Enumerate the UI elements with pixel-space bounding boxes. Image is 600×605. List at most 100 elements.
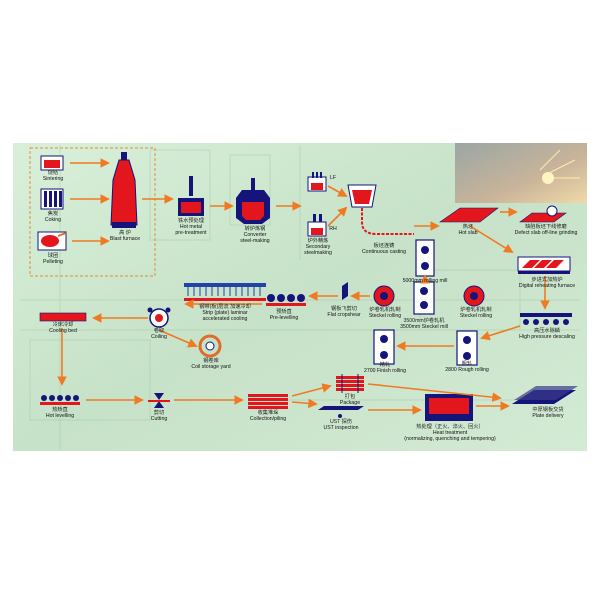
coking-en: Coking	[44, 217, 62, 223]
cooling-strip-en2: accelerated cooling	[202, 316, 248, 322]
collection-cn: 收集堆垛	[257, 410, 279, 416]
secondary-en: Secondary	[305, 244, 331, 250]
steckel-rolling-cn: 炉卷轧机轧制	[460, 307, 492, 313]
laminar-cooling-icon	[184, 283, 266, 301]
casting-cn: 板坯连铸	[373, 243, 395, 249]
hot-metal-en2: pre-treatment	[175, 230, 207, 236]
pelleting-icon	[37, 231, 67, 251]
plate-delivery-en: Plate delivery	[532, 413, 564, 419]
secondary-cn: 炉外精炼	[307, 238, 329, 244]
label-package: 打包 Package	[330, 394, 370, 406]
flat-crop-en: Flat cropshear	[327, 312, 361, 318]
label-pre-levelling: 预矫直 Pre-levelling	[262, 309, 306, 321]
heat-treatment-icon	[425, 394, 473, 421]
hot-metal-en: Hot metal	[179, 224, 203, 230]
rough-mill-icon	[456, 330, 478, 366]
cutting-cn: 剪切	[153, 410, 165, 416]
defect-slab-cn: 缺陷板坯下线修磨	[525, 224, 567, 230]
hot-slab-cn: 热坯	[462, 224, 474, 230]
sintering-icon	[40, 155, 64, 171]
steckel-left-cn: 炉卷轧机轧制	[369, 307, 401, 313]
package-icon	[336, 374, 364, 393]
blast-furnace-en: Blast furnace	[109, 236, 141, 242]
mill-5000-icon	[415, 239, 435, 277]
descaling-cn: 高压水除鳞	[534, 328, 560, 334]
coiling-icon	[147, 307, 171, 328]
reheating-furnace-icon	[517, 256, 571, 274]
pre-levelling-cn: 预矫直	[276, 309, 292, 315]
label-converter: 转炉炼钢 Converter steel-making	[230, 226, 280, 244]
raw-materials-box	[29, 147, 156, 277]
cutting-en: Cutting	[150, 416, 168, 422]
photo-sparks-icon	[539, 149, 580, 184]
label-defect-slab: 缺陷板坯下线修磨 Defect slab off-line grinding	[508, 224, 584, 236]
label-descaling: 高压水除鳞 High pressure descaling	[510, 328, 584, 340]
cooling-bed-cn: 冷床冷却	[52, 322, 74, 328]
cooling-bed-en: Cooling bed	[49, 328, 77, 334]
label-collection: 收集堆垛 Collection/piling	[242, 410, 294, 422]
label-mill-3500: 3500mm炉卷轧机 3500mm Steckel mill	[396, 318, 452, 330]
coiling-cn: 卷取	[153, 328, 165, 334]
label-rough-rolling: 粗轧 2800 Rough rolling	[440, 361, 494, 373]
label-cutting: 剪切 Cutting	[142, 410, 176, 422]
steckel-left-en: Steckel rolling	[368, 313, 402, 319]
coil-storage-cn: 钢卷库	[203, 358, 219, 364]
cropshear-icon	[342, 282, 348, 300]
finish-rolling-cn: 精轧	[379, 362, 391, 368]
label-finish-rolling: 精轧 2700 Finish rolling	[358, 362, 412, 374]
hot-slab-en: Hot slab	[458, 230, 478, 236]
pre-levelling-icon	[266, 294, 306, 306]
label-hot-metal: 铁水预处理 Hot metal pre-treatment	[168, 218, 214, 236]
reheating-cn: 步进式加热炉	[531, 277, 563, 283]
label-casting: 板坯连铸 Continuous casting	[352, 243, 416, 255]
label-plate-delivery: 中厚钢板交货 Plate delivery	[520, 407, 576, 419]
coil-storage-en: Coil storage yard	[191, 364, 231, 370]
blast-furnace-icon	[110, 152, 138, 228]
label-hot-slab: 热坯 Hot slab	[448, 224, 488, 236]
cooling-strip-en: Strip (plate) laminar	[202, 310, 248, 316]
secondary-en2: steelmaking	[304, 250, 332, 256]
label-sintering: 烧结 Sintering	[33, 170, 73, 182]
sintering-cn: 烧结	[47, 170, 59, 176]
coking-cn: 焦炭	[47, 211, 59, 217]
coking-icon	[40, 188, 64, 210]
label-lf: LF	[329, 175, 337, 181]
collection-piling-icon	[248, 394, 288, 409]
label-coiling: 卷取 Coiling	[140, 328, 178, 340]
label-secondary: 炉外精炼 Secondary steelmaking	[296, 238, 340, 256]
label-rh: RH	[329, 226, 337, 232]
label-heat-treatment: 热处理（正火、淬火、回火） Heat treatment (normalizin…	[400, 424, 500, 442]
label-coil-storage: 钢卷库 Coil storage yard	[186, 358, 236, 370]
reheating-en: Digital reheating furnace	[518, 283, 576, 289]
label-pelleting: 球团 Pelleting	[33, 253, 73, 265]
label-reheating: 步进式加热炉 Digital reheating furnace	[510, 277, 584, 289]
label-steckel-rolling: 炉卷轧机轧制 Steckel rolling	[452, 307, 500, 319]
hot-slab-icon	[439, 207, 499, 223]
pre-levelling-en: Pre-levelling	[269, 315, 299, 321]
hot-levelling-icon	[40, 395, 80, 405]
secondary-ladle-rh-icon	[307, 214, 327, 237]
ust-inspection-icon	[318, 406, 364, 418]
label-hot-levelling: 热矫直 Hot levelling	[36, 407, 84, 419]
converter-icon	[236, 178, 270, 224]
label-coking: 焦炭 Coking	[33, 211, 73, 223]
cutting-icon	[148, 393, 170, 408]
rough-rolling-en: 2800 Rough rolling	[445, 367, 489, 373]
flow-arrows	[57, 158, 550, 415]
finish-mill-icon	[373, 329, 395, 365]
hot-levelling-cn: 热矫直	[52, 407, 68, 413]
package-cn: 打包	[344, 394, 356, 400]
cooling-strip-cn: 钢带(板)层流 加速冷却	[199, 304, 251, 310]
defect-slab-icon	[519, 205, 567, 223]
heat-treatment-en2: (normalizing, quenching and tempering)	[404, 436, 496, 442]
hot-metal-cn: 铁水预处理	[178, 218, 204, 224]
plate-delivery-icon	[512, 386, 578, 404]
descaling-en: High pressure descaling	[519, 334, 575, 340]
ust-cn: UST 探伤	[329, 419, 353, 425]
converter-en2: steel-making	[240, 238, 270, 244]
secondary-ladle-lf-icon	[307, 172, 327, 192]
steckel-rolling-en: Steckel rolling	[459, 313, 493, 319]
coiling-en: Coiling	[151, 334, 167, 340]
finish-rolling-en: 2700 Finish rolling	[363, 368, 407, 374]
coil-storage-icon	[198, 334, 222, 358]
